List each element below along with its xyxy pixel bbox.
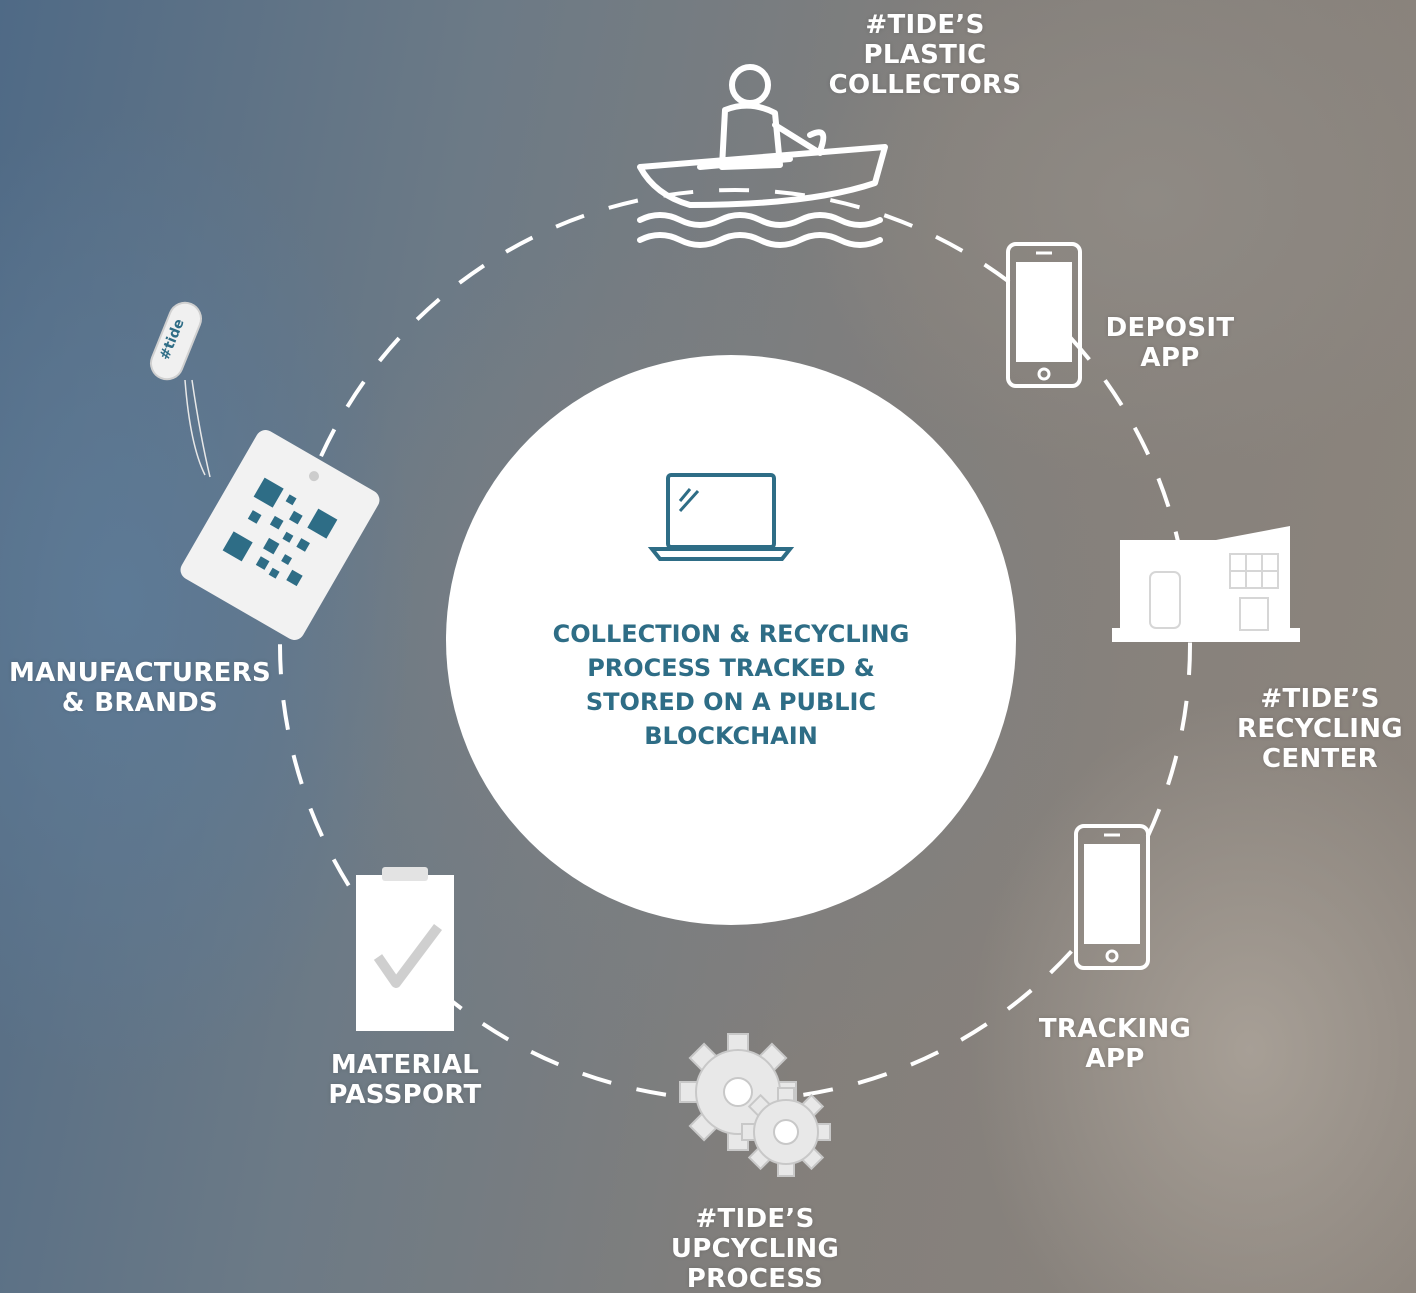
center-circle: COLLECTION & RECYCLING PROCESS TRACKED &… xyxy=(446,355,1016,925)
label-line: PROCESS xyxy=(686,1264,824,1293)
label-line: & BRANDS xyxy=(61,688,219,718)
label-line: CENTER xyxy=(1262,744,1378,774)
label-manufacturers-brands: MANUFACTURERS & BRANDS xyxy=(8,658,272,718)
label-recycling-center: #TIDE’S RECYCLING CENTER xyxy=(1230,684,1410,774)
laptop-icon xyxy=(647,473,795,561)
center-line: BLOCKCHAIN xyxy=(644,722,818,750)
label-line: APP xyxy=(1140,343,1200,373)
label-line: APP xyxy=(1085,1044,1145,1074)
label-material-passport: MATERIAL PASSPORT xyxy=(320,1050,490,1110)
label-line: UPCYCLING xyxy=(670,1234,840,1264)
qr-tag-icon: #tide xyxy=(150,301,380,640)
center-line: COLLECTION & RECYCLING xyxy=(552,620,910,648)
label-line: MANUFACTURERS xyxy=(8,658,272,688)
label-line: DEPOSIT xyxy=(1105,313,1235,343)
label-line: COLLECTORS xyxy=(828,70,1022,100)
label-deposit-app: DEPOSIT APP xyxy=(1090,313,1250,373)
label-line: #TIDE’S xyxy=(695,1204,815,1234)
label-line: MATERIAL xyxy=(330,1050,480,1080)
smartphone-icon xyxy=(1006,242,1082,388)
label-line: RECYCLING xyxy=(1237,714,1403,744)
label-upcycling-process: #TIDE’S UPCYCLING PROCESS xyxy=(660,1204,850,1293)
gears-icon xyxy=(679,1033,831,1177)
label-tracking-app: TRACKING APP xyxy=(1030,1014,1200,1074)
label-line: PASSPORT xyxy=(328,1080,482,1110)
boat-fisherman-icon xyxy=(637,64,888,248)
center-text: COLLECTION & RECYCLING PROCESS TRACKED &… xyxy=(446,617,1016,753)
center-line: PROCESS TRACKED & xyxy=(587,654,875,682)
center-line: STORED ON A PUBLIC xyxy=(585,688,877,716)
label-line: #TIDE’S xyxy=(1260,684,1380,714)
label-line: TRACKING xyxy=(1038,1014,1192,1044)
smartphone-icon xyxy=(1074,824,1150,970)
label-line: PLASTIC xyxy=(863,40,987,70)
label-line: #TIDE’S xyxy=(865,10,985,40)
label-plastic-collectors: #TIDE’S PLASTIC COLLECTORS xyxy=(820,10,1030,100)
clipboard-check-icon xyxy=(356,867,454,1031)
building-icon xyxy=(1112,526,1300,642)
